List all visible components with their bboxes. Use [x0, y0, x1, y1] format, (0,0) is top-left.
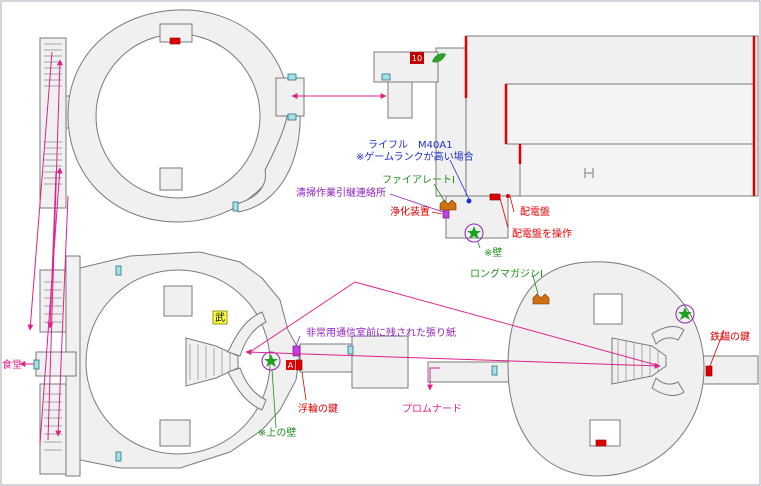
top-right-red-doors: [464, 36, 756, 196]
label-dining: 食堂: [2, 358, 22, 371]
cyan-door-icon: [115, 265, 122, 276]
cyan-door-icon: [287, 113, 297, 121]
label-purifier: 浄化装置: [390, 205, 430, 218]
bottom-ramps: [227, 311, 267, 411]
label-emergency-note: 非常用通信室前に残された張り紙: [306, 326, 456, 339]
label-iron-key: 鉄錨の鍵: [710, 330, 750, 343]
cyan-door-icon: [491, 365, 498, 376]
red-door-icon: [489, 193, 501, 201]
elevator-mark: [584, 168, 594, 178]
cyan-door-icon: [232, 201, 239, 212]
top-right-building: [373, 35, 759, 239]
cyan-door-icon: [347, 345, 354, 355]
number-marker-10: 10: [410, 52, 424, 64]
cyan-door-icon: [287, 73, 297, 81]
weapon-marker: 武: [212, 310, 228, 325]
green-star-icon: [464, 223, 484, 243]
leader-lines: [271, 159, 725, 429]
switchboard-dot: [506, 194, 510, 198]
label-wall-note: ※壁: [484, 246, 502, 259]
cyan-door-icon: [381, 73, 391, 81]
green-star-icon: [675, 304, 695, 324]
cyan-door-icon: [33, 359, 40, 370]
label-cleaning-note: 清掃作業引継連絡所: [296, 186, 386, 199]
orange-item-icon: [439, 199, 457, 211]
red-door-icon: [705, 365, 713, 377]
red-door-icon: [295, 359, 303, 371]
purple-note-marker: [292, 345, 301, 357]
cyan-door-icon: [115, 451, 122, 462]
right-rotunda: [427, 261, 759, 477]
label-float-key: 浮輪の鍵: [298, 402, 338, 415]
label-switchboard: 配電盤: [520, 205, 550, 218]
weapon-mark-text: 武: [215, 311, 225, 324]
label-switchboard-operate: 配電盤を操作: [512, 227, 572, 240]
label-fire-plate: ファイアレートⅠ: [382, 175, 455, 186]
marker-10-text: 10: [412, 54, 422, 63]
orange-item-icon: [532, 293, 550, 305]
top-rotunda: [39, 9, 305, 223]
label-upper-wall-note: ※上の壁: [258, 426, 296, 439]
marker-a-text: A: [288, 361, 294, 370]
label-long-magazine: ロングマガジンⅠ: [470, 267, 543, 280]
rifle-location-dot: [466, 198, 472, 204]
marker-a: A: [286, 360, 295, 370]
red-door-icon: [169, 37, 181, 45]
label-rifle: ライフル M40A1: [368, 139, 453, 151]
green-leaf-icon: [432, 53, 446, 63]
red-door-icon: [595, 439, 607, 447]
pink-arrow-icon: [19, 51, 661, 445]
label-promenade: プロムナード: [402, 403, 462, 415]
label-rifle-note: ※ゲームランクが高い場合: [356, 150, 474, 163]
